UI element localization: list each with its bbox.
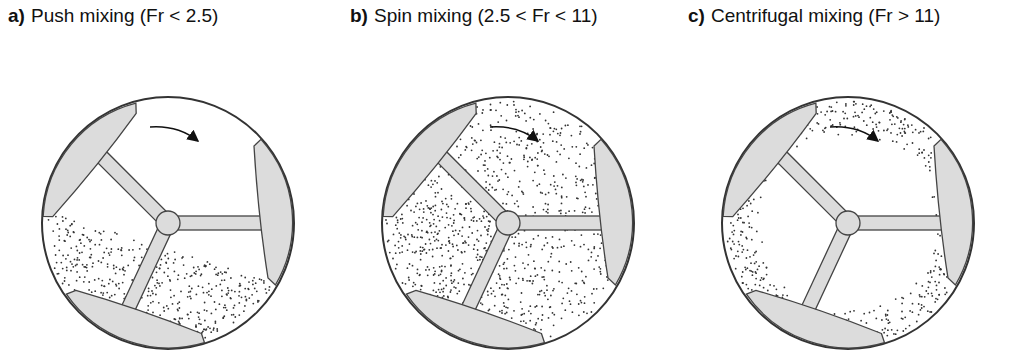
rotation-arrow (150, 127, 198, 141)
panel-letter: a) (8, 4, 25, 28)
panel-letter: c) (688, 4, 705, 28)
spin-mixing-drum (361, 91, 634, 354)
panel-title: Push mixing (Fr < 2.5) (31, 4, 218, 28)
panel-title: Spin mixing (2.5 < Fr < 11) (374, 4, 598, 28)
push-mixing-drum (21, 91, 294, 354)
rotor (701, 91, 973, 354)
rotation-arrow (830, 127, 878, 141)
rotor (21, 91, 293, 354)
panel-title: Centrifugal mixing (Fr > 11) (711, 4, 940, 28)
rotor (361, 91, 633, 354)
panel-letter: b) (350, 4, 368, 28)
centrifugal-mixing-drum (701, 91, 974, 354)
rotation-arrow (490, 127, 538, 141)
